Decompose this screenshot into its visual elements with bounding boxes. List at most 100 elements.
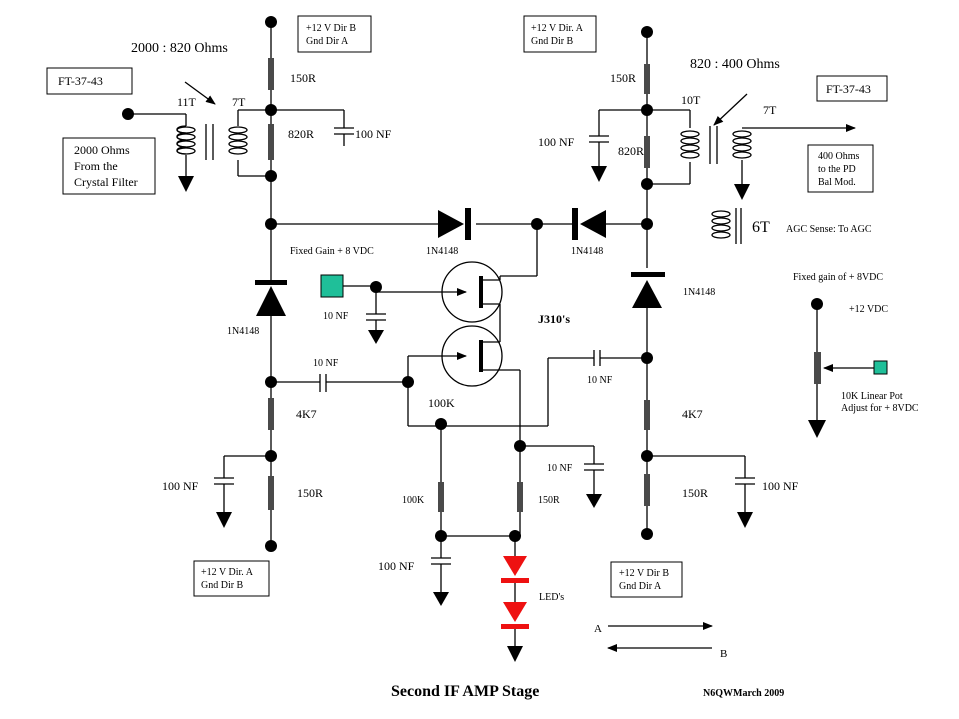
box-top-left-supply: +12 V Dir B Gnd Dir A [297, 15, 372, 53]
turns-left-secondary: 7T [232, 95, 246, 109]
box-core-left: FT-37-43 [46, 67, 133, 95]
label-fixed-gain-left: Fixed Gain + 8 VDC [290, 246, 374, 257]
label-c100nf-bl: 100 NF [162, 479, 199, 493]
ratio-left: 2000 : 820 Ohms [131, 41, 228, 56]
resistor-150r-source [517, 482, 523, 512]
led-upper [503, 556, 527, 576]
label-r150-bl: 150R [297, 486, 323, 500]
diagram-title: Second IF AMP Stage [391, 683, 539, 700]
gate-bias [320, 274, 386, 344]
diode-1n4148-right-vertical [631, 272, 665, 308]
left-rail-resistors [268, 58, 274, 510]
resistor-820r-left [268, 124, 274, 160]
svg-text:+12 V Dir B: +12 V Dir B [306, 23, 356, 34]
svg-text:+12 V Dir B: +12 V Dir B [619, 568, 669, 579]
label-r4k7-left: 4K7 [296, 407, 317, 421]
label-r820-l: 820R [288, 127, 314, 141]
label-leds: LED's [539, 592, 564, 603]
resistor-150r-bottom-right [644, 474, 650, 506]
svg-text:Gnd Dir B: Gnd Dir B [201, 580, 244, 591]
right-transformer [680, 124, 856, 200]
turns-left-primary: 11T [177, 95, 197, 109]
left-transformer [122, 108, 271, 176]
turns-right-secondary: 7T [763, 103, 777, 117]
label-r100k-top: 100K [428, 396, 455, 410]
label-c100nf-bottom: 100 NF [378, 559, 415, 573]
resistor-4k7-left [268, 398, 274, 430]
pointer-arrow-right [713, 93, 748, 126]
label-r820-r: 820R [618, 144, 644, 158]
coupling-cap-right [547, 350, 647, 426]
svg-text:Gnd Dir B: Gnd Dir B [531, 36, 574, 47]
node-input [122, 108, 134, 120]
turns-right-primary: 10T [681, 93, 701, 107]
node-bottom-left-supply [265, 540, 277, 552]
label-r150-br: 150R [682, 486, 708, 500]
label-dir-a: A [594, 623, 602, 635]
box-core-right: FT-37-43 [816, 75, 888, 102]
label-d-right-horiz: 1N4148 [571, 246, 603, 257]
label-c10nf-source: 10 NF [547, 463, 573, 474]
ratio-right: 820 : 400 Ohms [690, 57, 780, 72]
svg-text:Gnd Dir A: Gnd Dir A [306, 36, 349, 47]
box-top-right-supply: +12 V Dir. A Gnd Dir B [523, 15, 597, 53]
fixed-gain-input-terminal [320, 274, 344, 298]
label-r4k7-right: 4K7 [682, 407, 703, 421]
pot-wiper-terminal [873, 360, 888, 375]
pointer-arrow-left [184, 81, 216, 105]
svg-text:+12 V Dir. A: +12 V Dir. A [531, 23, 584, 34]
diagram-author: N6QWMarch 2009 [703, 688, 784, 699]
label-r150-tl: 150R [290, 71, 316, 85]
label-c10nf-right: 10 NF [587, 375, 613, 386]
label-r150-tr: 150R [610, 71, 636, 85]
svg-text:Gnd Dir A: Gnd Dir A [619, 581, 662, 592]
node-bottom-right-supply [641, 528, 653, 540]
potentiometer [808, 298, 888, 438]
coupling-cap-left [271, 374, 548, 427]
label-c100nf-tr: 100 NF [538, 135, 575, 149]
box-output: 400 Ohms to the PD Bal Mod. [807, 144, 874, 193]
resistor-100k-bottom [438, 482, 444, 512]
diode-1n4148-right-horizontal [572, 208, 606, 240]
turns-agc: 6T [752, 219, 770, 236]
resistor-4k7-right [644, 400, 650, 430]
label-r150-source: 150R [538, 495, 560, 506]
center-bias-network [431, 418, 604, 606]
svg-text:Bal Mod.: Bal Mod. [818, 177, 856, 188]
node-top-left-supply [265, 16, 277, 28]
label-c100nf-br: 100 NF [762, 479, 799, 493]
input-ground [178, 176, 194, 192]
agc-coil [711, 208, 742, 244]
direction-arrows [607, 622, 713, 652]
left-rail-caps [334, 127, 354, 135]
label-pot-1: 10K Linear Pot [841, 391, 903, 402]
box-bottom-left-supply: +12 V Dir. A Gnd Dir B [193, 560, 270, 597]
box-bottom-right-supply: +12 V Dir B Gnd Dir A [610, 561, 683, 598]
resistor-150r-top-right [644, 64, 650, 94]
label-d-left-vert: 1N4148 [227, 326, 259, 337]
svg-text:FT-37-43: FT-37-43 [58, 74, 103, 88]
leds [501, 556, 529, 662]
svg-text:+12 V Dir. A: +12 V Dir. A [201, 567, 254, 578]
led-lower [503, 602, 527, 622]
right-rail-dots [641, 26, 653, 540]
jfet-upper [376, 261, 503, 336]
cap-100nf-bottom-left [214, 455, 271, 528]
label-plus12: +12 VDC [849, 304, 888, 315]
resistor-820r-right [644, 136, 650, 168]
svg-text:2000 Ohms: 2000 Ohms [74, 143, 130, 157]
svg-text:FT-37-43: FT-37-43 [826, 82, 871, 96]
svg-text:to the PD: to the PD [818, 164, 856, 175]
label-c10nf-gate: 10 NF [323, 311, 349, 322]
label-agc-sense: AGC Sense: To AGC [786, 224, 872, 235]
svg-text:From the: From the [74, 159, 118, 173]
label-r100k-bottom: 100K [402, 495, 425, 506]
resistor-150r-bottom-left [268, 476, 274, 510]
node-top-right-supply [641, 26, 653, 38]
label-c100nf-tl: 100 NF [355, 127, 392, 141]
label-pot-2: Adjust for + 8VDC [841, 403, 919, 414]
label-fixed-gain-right: Fixed gain of + 8VDC [793, 272, 883, 283]
label-d-right-vert: 1N4148 [683, 287, 715, 298]
diode-line [271, 218, 647, 277]
right-rail-resistors [644, 64, 650, 506]
